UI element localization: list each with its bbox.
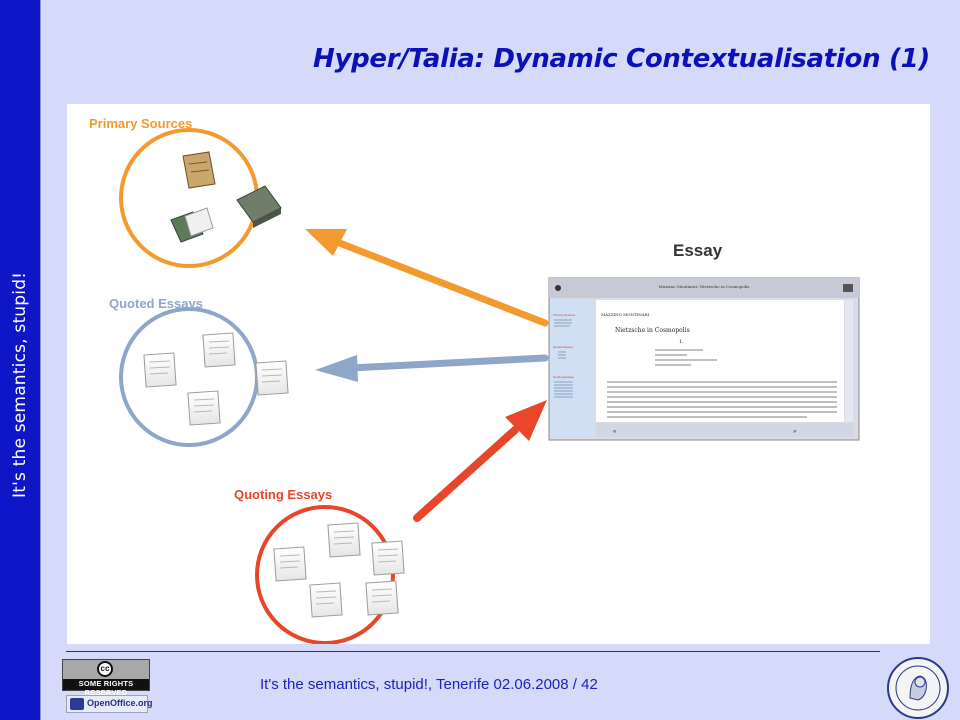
openoffice-label: OpenOffice.org [87,698,153,708]
cc-label: SOME RIGHTS RESERVED [78,679,134,697]
document-icon [202,332,236,368]
arrow-from-quoting-essays [413,400,547,522]
quoting-essay-text-lines [279,530,399,605]
openoffice-badge[interactable]: OpenOffice.org [66,695,153,713]
window-navigation-bar [596,423,854,437]
document-icon [365,580,399,616]
window-scrollbar[interactable] [845,300,853,422]
document-text-lines [607,349,837,418]
window-header: Mazzino Montinari: Nietzsche in Cosmopol… [659,284,750,289]
printer-icon [843,284,853,292]
footer-text: It's the semantics, stupid!, Tenerife 02… [260,676,598,693]
nav-prev-button[interactable]: « [613,429,617,435]
sidebar-slogan: It's the semantics, stupid! [10,271,30,498]
diagram-canvas: Primary Sources Quoted Essays Quoting Es… [89,116,860,644]
nav-next-button[interactable]: » [793,429,797,435]
document-heading: Nietzsche in Cosmopolis [615,327,690,334]
vertical-sidebar: It's the semantics, stupid! [0,0,41,720]
quoting-essays-label: Quoting Essays [234,487,332,502]
quoted-essay-papers [143,332,289,426]
document-icon [371,540,405,576]
document-icon [309,582,343,618]
slide-title: Hyper/Talia: Dynamic Contextualisation (… [313,44,930,74]
manuscript-icon [170,207,214,243]
university-seal-icon [887,657,949,719]
window-document [596,300,844,422]
contextualisation-diagram: Primary Sources Quoted Essays Quoting Es… [67,104,930,644]
creative-commons-badge[interactable]: cc SOME RIGHTS RESERVED [62,659,150,697]
quoted-essays-label: Quoted Essays [109,296,203,311]
footer-divider [66,651,880,652]
quoted-essay-text-lines [149,340,283,413]
primary-sources-label: Primary Sources [89,116,192,131]
document-author: MAZZINO MONTINARI [601,312,650,317]
quoting-essay-papers [273,522,405,618]
window-sidebar-section[interactable]: Quoted Essays [553,345,574,349]
document-icon [327,522,361,558]
window-sidebar-section[interactable]: Quoting Essays [553,375,575,379]
document-icon [273,546,307,582]
window-sidebar-links [554,319,573,398]
essay-window: Mazzino Montinari: Nietzsche in Cosmopol… [548,277,860,441]
window-sidebar-section[interactable]: Primary Sources [553,313,576,317]
avatar-icon [555,285,561,291]
document-section-number: 1. [679,339,684,345]
quoted-essays-circle [119,307,259,447]
document-icon [255,360,289,396]
openoffice-icon [70,698,84,710]
essay-label: Essay [673,241,723,260]
book-icon [236,185,282,228]
arrow-to-primary-sources [305,229,549,327]
document-icon [187,390,221,426]
book-icon [182,151,216,189]
primary-sources-circle [119,128,259,268]
arrow-to-quoted-essays [315,354,549,382]
quoting-essays-circle [255,505,395,644]
cc-icon: cc [97,661,113,677]
document-icon [143,352,177,388]
